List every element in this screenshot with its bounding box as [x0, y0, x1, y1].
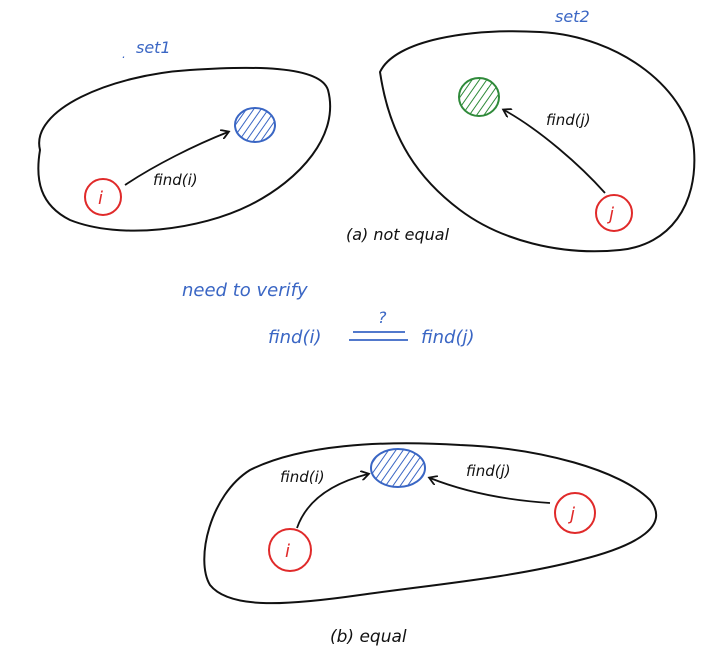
set2-find-label: find(j) — [546, 111, 591, 129]
merged-find-j-arrow — [430, 478, 551, 504]
set2-find-arrow — [504, 110, 606, 194]
merged-find-i-arrow — [296, 474, 368, 529]
merged-find-j-label: find(j) — [466, 462, 511, 480]
set1-root-node — [234, 107, 276, 143]
set1-node-i-label: i — [98, 188, 103, 209]
set1-node-i — [84, 178, 122, 216]
merged-node-i-label: i — [285, 541, 290, 562]
set1-find-arrow — [124, 132, 228, 186]
merged-node-j — [554, 492, 596, 534]
set2-label: set2 — [555, 7, 590, 26]
set1-find-label: find(i) — [153, 171, 198, 189]
set1-label: set1 — [136, 38, 171, 57]
set2-node-j-label: j — [606, 204, 614, 225]
set1-boundary — [37, 66, 331, 232]
set2-node-j — [595, 194, 633, 232]
merged-set-boundary — [203, 442, 657, 605]
formula-find-j: find(j) — [421, 327, 475, 348]
need-to-verify-text: need to verify — [182, 280, 308, 301]
formula-question-mark: ? — [378, 308, 387, 327]
set2-boundary — [378, 30, 696, 253]
caption-a: (a) not equal — [346, 225, 450, 244]
formula-find-i: find(i) — [268, 327, 322, 348]
set2-root-node — [458, 77, 500, 117]
caption-b: (b) equal — [330, 627, 407, 647]
merged-node-i — [268, 528, 312, 572]
merged-root-node — [370, 448, 426, 488]
set1-dot: . — [122, 47, 126, 61]
merged-node-j-label: j — [567, 504, 575, 525]
merged-find-i-label: find(i) — [280, 468, 325, 486]
